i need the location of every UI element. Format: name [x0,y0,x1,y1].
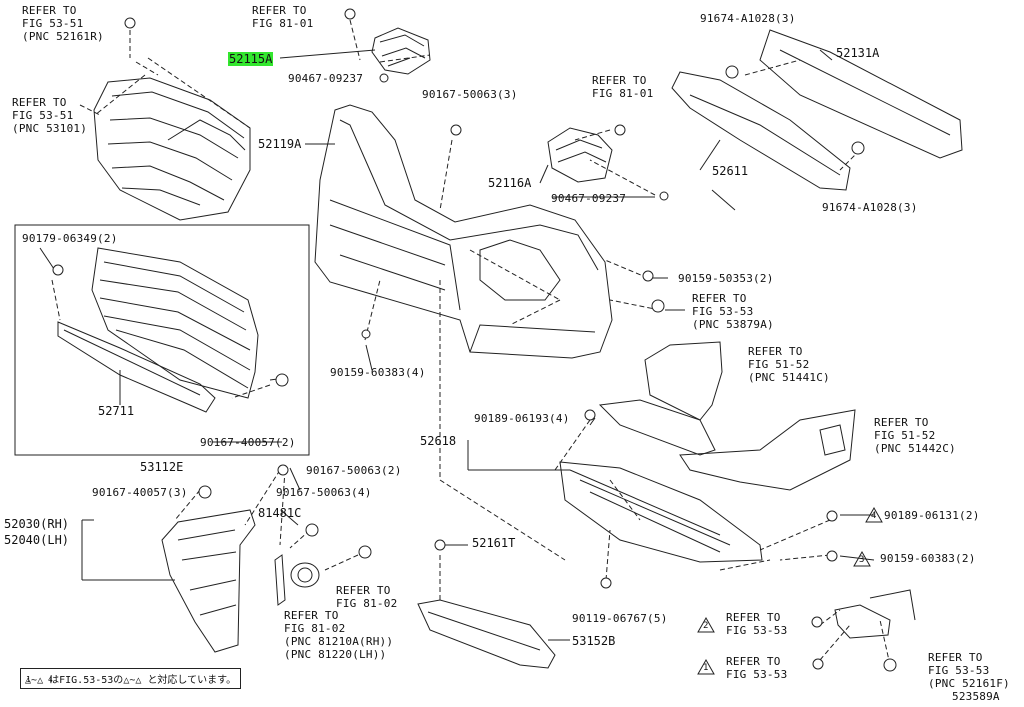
marker-3: 3 [859,555,865,565]
ref-fig-81-01-top[interactable]: REFER TO FIG 81-01 [252,4,314,30]
marker-1: 1 [703,663,709,673]
legend-triangle-4b-icon: △ [135,675,142,686]
part-91674-A1028-bottom[interactable]: 91674-A1028(3) [822,201,918,214]
part-52030-rh[interactable]: 52030(RH) [4,517,70,531]
ref-fig-51-52-51441C[interactable]: REFER TO FIG 51-52 (PNC 51441C) [748,345,830,384]
marker-triangle-3 [853,550,871,567]
part-53152B[interactable]: 53152B [572,634,616,648]
ref-fig-81-01-mid[interactable]: REFER TO FIG 81-01 [592,74,654,100]
bracket-52116A-drawing [547,127,613,183]
part-52131A[interactable]: 52131A [836,46,880,60]
side-bezel-drawing [161,509,256,653]
part-81481C[interactable]: 81481C [258,506,302,520]
ref-fig-53-53-1[interactable]: REFER TO FIG 53-53 [726,655,788,681]
legend-sep-1: ~ [31,675,38,686]
fog-lamp-drawing [274,554,320,606]
marker-2: 2 [703,621,709,631]
part-90189-06193[interactable]: 90189-06193(4) [474,412,570,425]
under-cover-drawing [559,461,763,563]
ref-fig-51-52-51442C[interactable]: REFER TO FIG 51-52 (PNC 51442C) [874,416,956,455]
upper-grille-drawing [93,77,251,221]
part-52611[interactable]: 52611 [712,164,749,178]
ref-fig-81-02-a[interactable]: REFER TO FIG 81-02 [336,584,398,610]
part-52115A-highlight[interactable]: 52115A [228,52,274,66]
part-52116A[interactable]: 52116A [488,176,532,190]
part-90467-09237-b[interactable]: 90467-09237 [551,192,627,205]
part-52115A[interactable]: 52115A [228,52,274,66]
part-90167-50063-4[interactable]: 90167-50063(4) [276,486,372,499]
ref-fig-53-51-52161R[interactable]: REFER TO FIG 53-51 (PNC 52161R) [22,4,104,43]
ref-fig-53-53-2[interactable]: REFER TO FIG 53-53 [726,611,788,637]
part-52711[interactable]: 52711 [98,404,135,418]
legend-triangle-4-icon: △ [37,675,44,686]
legend-triangle-1-icon: △ [25,675,32,686]
legend-sep-2: ~ [129,675,136,686]
diagram-id: 523589A [952,690,1000,703]
marker-triangle-4a [865,506,883,523]
part-52040-lh[interactable]: 52040(LH) [4,533,70,547]
part-52119A[interactable]: 52119A [258,137,302,151]
part-90167-40057-3[interactable]: 90167-40057(3) [92,486,188,499]
part-91674-A1028-top[interactable]: 91674-A1028(3) [700,12,796,25]
ref-fig-81-02-b[interactable]: REFER TO FIG 81-02 (PNC 81210A(RH)) (PNC… [284,609,394,661]
grille-assy-drawing [57,247,259,413]
legend-note: △~△ はFIG.53-53の△~△ と対応しています。 [20,668,242,689]
legend-num-4: 4 [48,675,54,684]
part-52161T[interactable]: 52161T [472,536,516,550]
part-90167-50063-3[interactable]: 90167-50063(3) [422,88,518,101]
part-90119-06767[interactable]: 90119-06767(5) [572,612,668,625]
part-90167-40057-2[interactable]: 90167-40057(2) [200,436,296,449]
part-90179-06349[interactable]: 90179-06349(2) [22,232,118,245]
marker-triangle-2 [697,616,715,633]
part-90189-06131[interactable]: 90189-06131(2) [884,509,980,522]
part-53112E[interactable]: 53112E [140,460,184,474]
part-90467-09237-a[interactable]: 90467-09237 [288,72,364,85]
ref-fig-53-51-53101[interactable]: REFER TO FIG 53-51 (PNC 53101) [12,96,88,135]
legend-end-text: と対応しています。 [147,675,237,686]
part-90167-50063-2[interactable]: 90167-50063(2) [306,464,402,477]
marker-4a: 4 [871,511,877,521]
legend-num-1: 1 [26,675,32,684]
legend-mid-text: はFIG.53-53の [49,675,124,686]
part-90159-60383-4[interactable]: 90159-60383(4) [330,366,426,379]
bracket-52115A-drawing [371,27,431,75]
ref-fig-53-53-53879A[interactable]: REFER TO FIG 53-53 (PNC 53879A) [692,292,774,331]
part-90159-60383-2[interactable]: 90159-60383(2) [880,552,976,565]
fender-liner-drawing [598,341,916,639]
part-90159-50353[interactable]: 90159-50353(2) [678,272,774,285]
marker-triangle-1 [697,658,715,675]
ref-fig-53-53-52161F[interactable]: REFER TO FIG 53-53 (PNC 52161F) [928,651,1010,690]
under-cover-53152B-drawing [417,599,556,669]
reinforcement-drawing [671,29,963,191]
legend-triangle-1b-icon: △ [123,675,130,686]
bumper-cover-drawing [314,104,613,359]
part-52618[interactable]: 52618 [420,434,457,448]
